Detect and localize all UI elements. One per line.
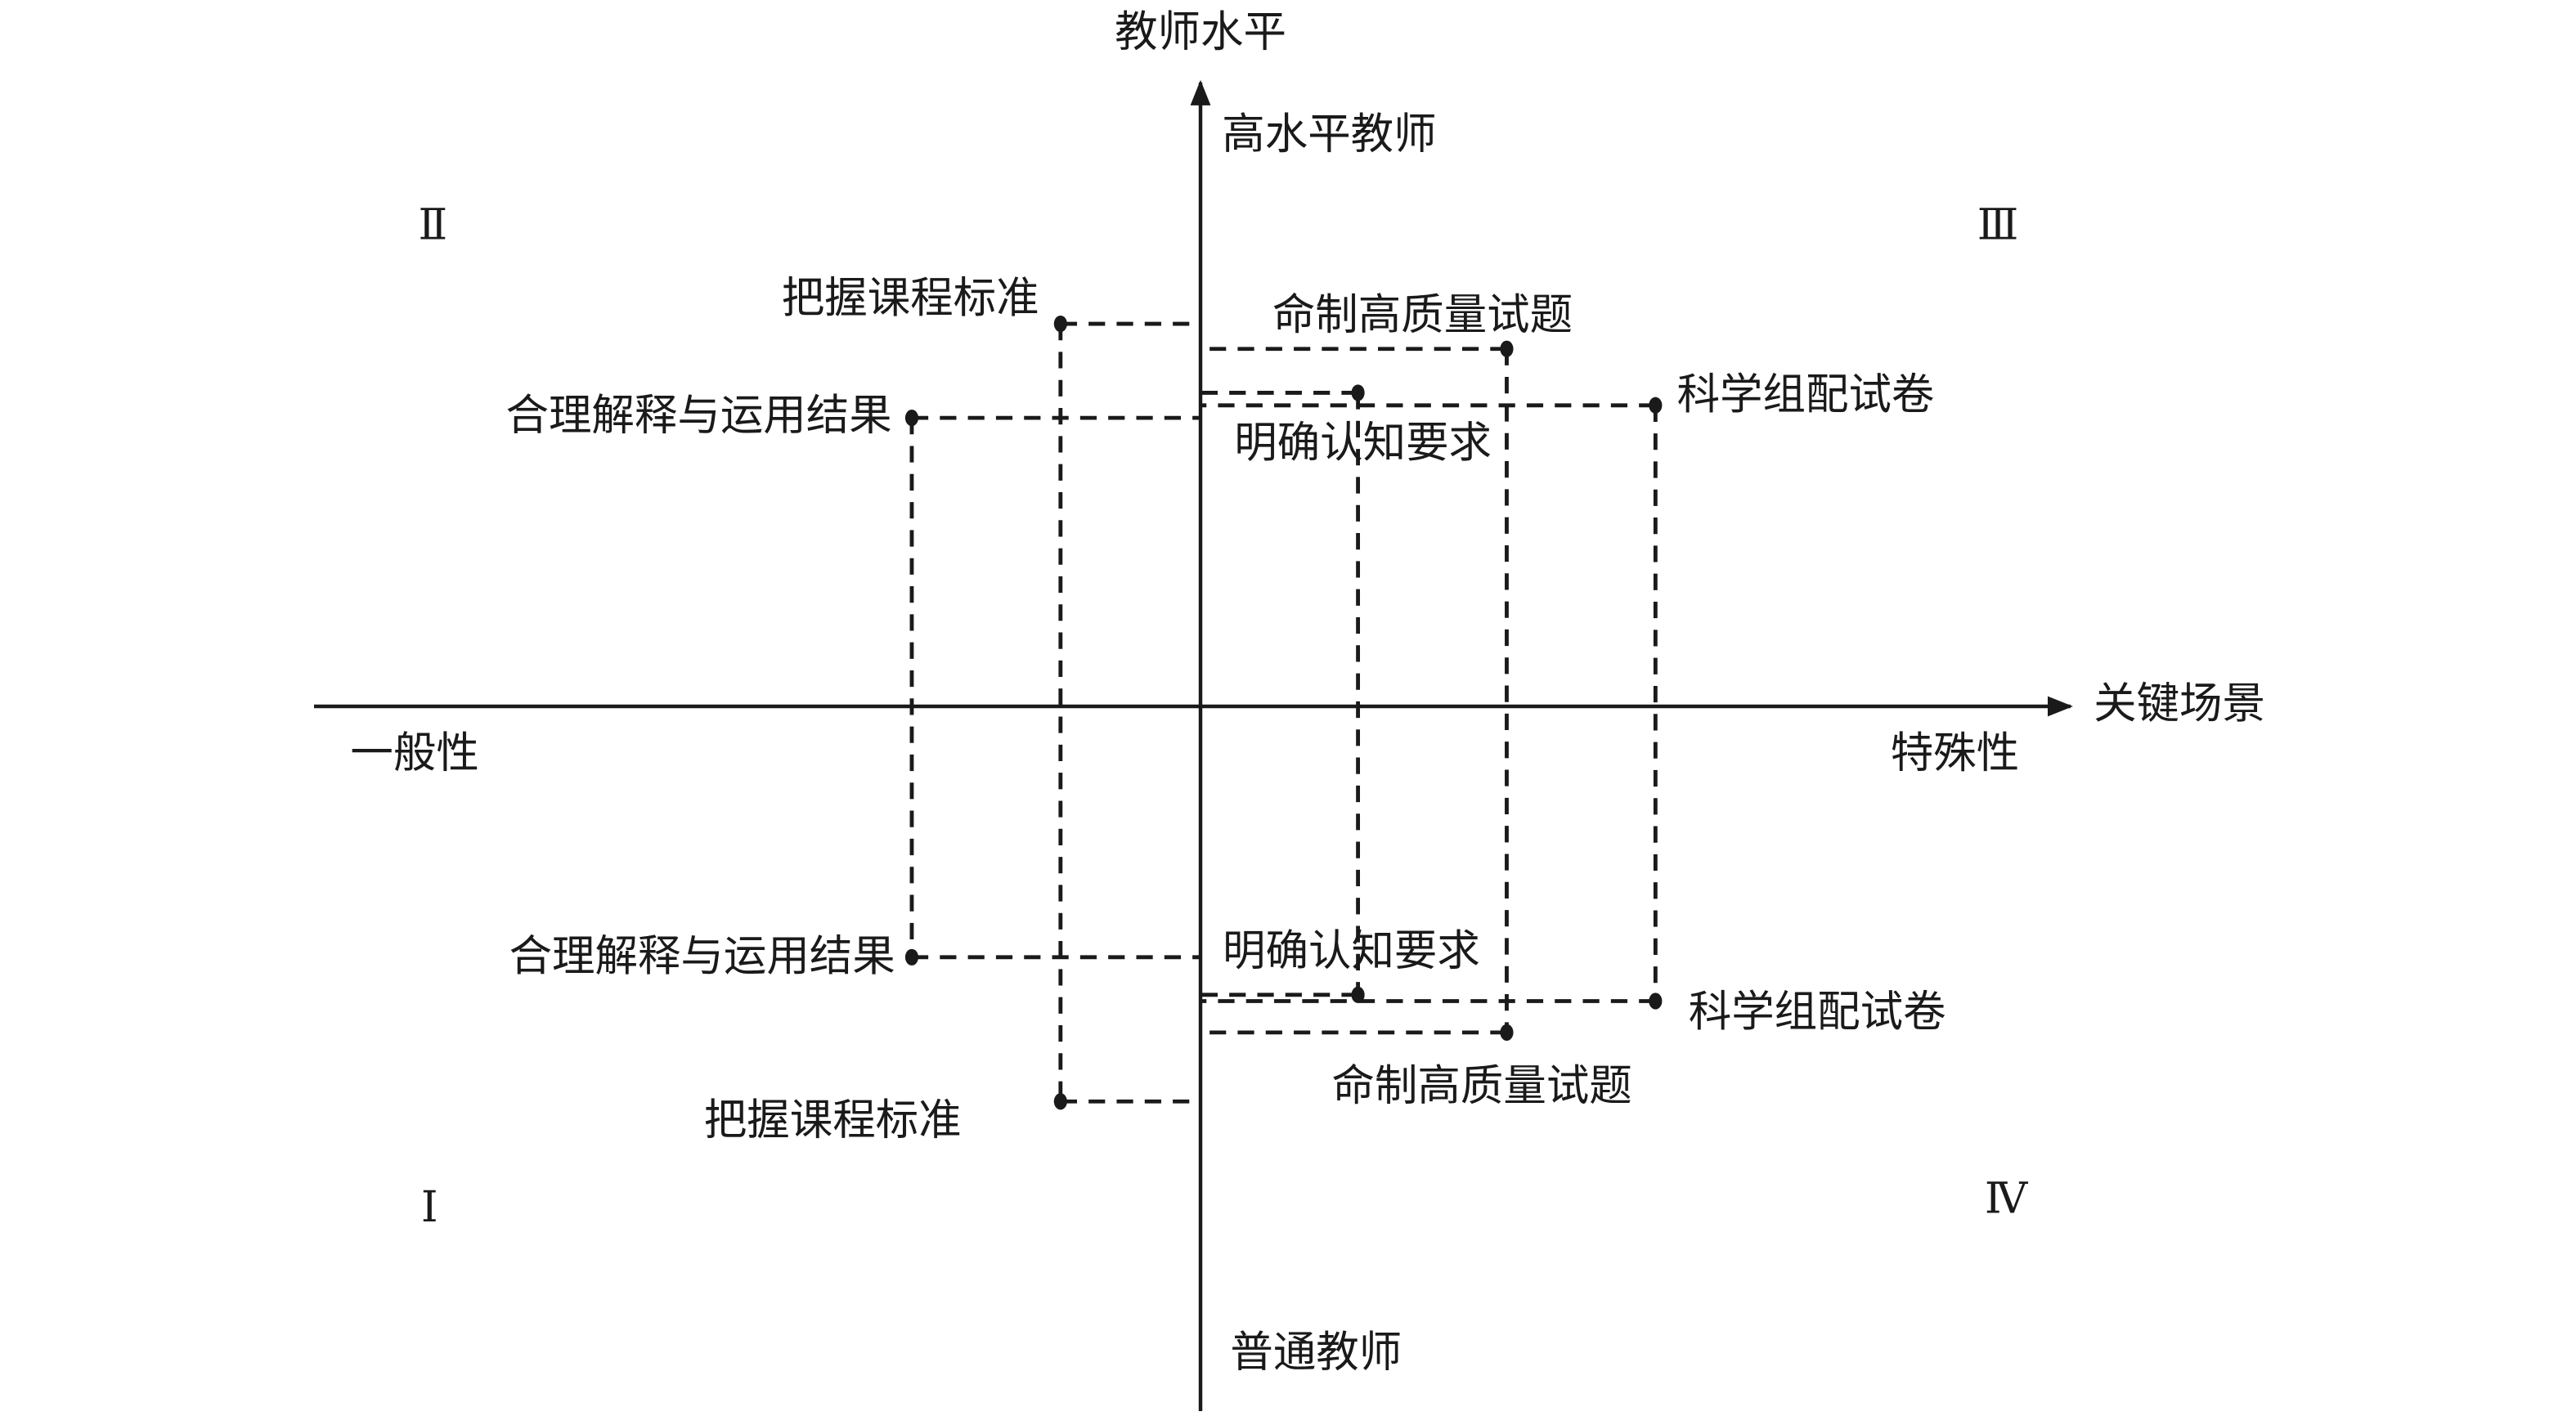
point-label-low: 把握课程标准: [704, 1096, 962, 1145]
point-high: [904, 410, 919, 427]
point-label-low: 明确认知要求: [1223, 926, 1480, 976]
x-axis-left-label: 一般性: [350, 728, 478, 778]
point-low: [1351, 986, 1365, 1003]
point-label-high: 合理解释与运用结果: [505, 390, 891, 440]
y-axis-label: 教师水平: [1115, 7, 1286, 57]
point-label-low: 科学组配试卷: [1689, 987, 1946, 1037]
quadrant-label-3: Ⅲ: [1977, 200, 2019, 250]
y-axis-top-label: 高水平教师: [1222, 110, 1436, 159]
point-high: [1500, 340, 1514, 357]
x-axis-right-label: 特殊性: [1891, 728, 2019, 778]
point-label-high: 命制高质量试题: [1272, 290, 1573, 340]
point-low: [1500, 1024, 1514, 1041]
point-label-low: 命制高质量试题: [1331, 1061, 1631, 1111]
quadrant-label-4: Ⅳ: [1985, 1174, 2029, 1224]
point-high: [1649, 397, 1663, 414]
point-low: [904, 948, 919, 966]
point-high: [1351, 384, 1365, 401]
point-label-high: 科学组配试卷: [1677, 370, 1935, 419]
point-low: [1053, 1093, 1067, 1110]
point-label-low: 合理解释与运用结果: [509, 931, 895, 981]
quadrant-label-1: Ⅰ: [421, 1182, 438, 1232]
point-label-high: 把握课程标准: [782, 273, 1039, 323]
point-label-high: 明确认知要求: [1234, 418, 1492, 468]
quadrant-label-2: Ⅱ: [419, 200, 448, 250]
point-low: [1649, 993, 1663, 1010]
x-axis-label: 关键场景: [2094, 679, 2265, 728]
y-axis-bottom-label: 普通教师: [1230, 1327, 1402, 1377]
point-high: [1053, 315, 1067, 333]
